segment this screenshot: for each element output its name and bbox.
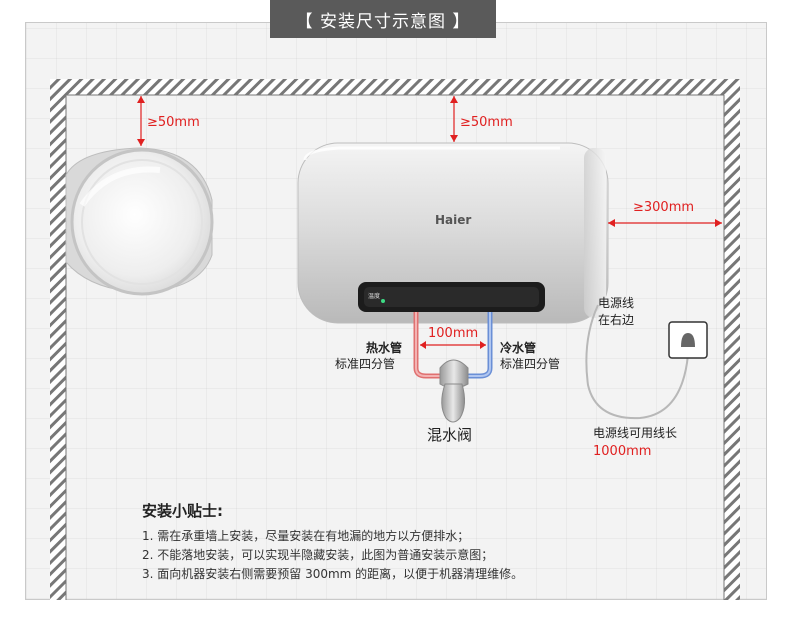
power-cord: [585, 304, 689, 420]
panel-text: 温度: [368, 293, 381, 300]
power-length-label: 电源线可用线长: [593, 426, 678, 440]
top-clearance-label-center: ≥50mm: [460, 115, 513, 130]
tip-item: 1. 需在承重墙上安装，尽量安装在有地漏的地方以方便排水；: [142, 529, 470, 543]
top-clearance-label-left: ≥50mm: [147, 115, 200, 130]
power-position-line1: 电源线: [598, 296, 635, 310]
cold-pipe-name: 冷水管: [500, 341, 537, 355]
hot-pipe-spec: 标准四分管: [335, 357, 396, 371]
hot-pipe-name: 热水管: [366, 341, 403, 355]
power-length-value: 1000mm: [593, 444, 652, 459]
right-clearance-dimension: [608, 219, 722, 227]
hot-water-pipe: [413, 312, 440, 379]
page-title: 【 安装尺寸示意图 】: [270, 0, 496, 38]
power-socket-icon: [668, 321, 708, 359]
tip-item: 3. 面向机器安装右侧需要预留 300mm 的距离，以便于机器清理维修。: [142, 567, 524, 581]
cold-water-pipe: [466, 312, 493, 379]
top-clearance-dimension-left: [137, 96, 145, 146]
mixer-valve: [439, 359, 469, 423]
mixer-valve-label: 混水阀: [427, 426, 473, 444]
tips-title: 安装小贴士:: [142, 502, 223, 520]
brand-logo: Haier: [435, 213, 472, 227]
control-panel: [358, 282, 545, 312]
right-clearance-label: ≥300mm: [633, 200, 695, 215]
heater-side-view: [65, 147, 214, 296]
power-position-line2: 在右边: [598, 313, 635, 327]
top-clearance-dimension-center: [450, 96, 458, 142]
pipe-spacing-dimension: [420, 341, 486, 349]
water-heater: [297, 142, 609, 324]
cold-pipe-spec: 标准四分管: [500, 357, 561, 371]
pipe-spacing-label: 100mm: [428, 326, 479, 341]
wall-outline: [50, 79, 740, 600]
tip-item: 2. 不能落地安装，可以实现半隐藏安装，此图为普通安装示意图；: [142, 548, 494, 562]
